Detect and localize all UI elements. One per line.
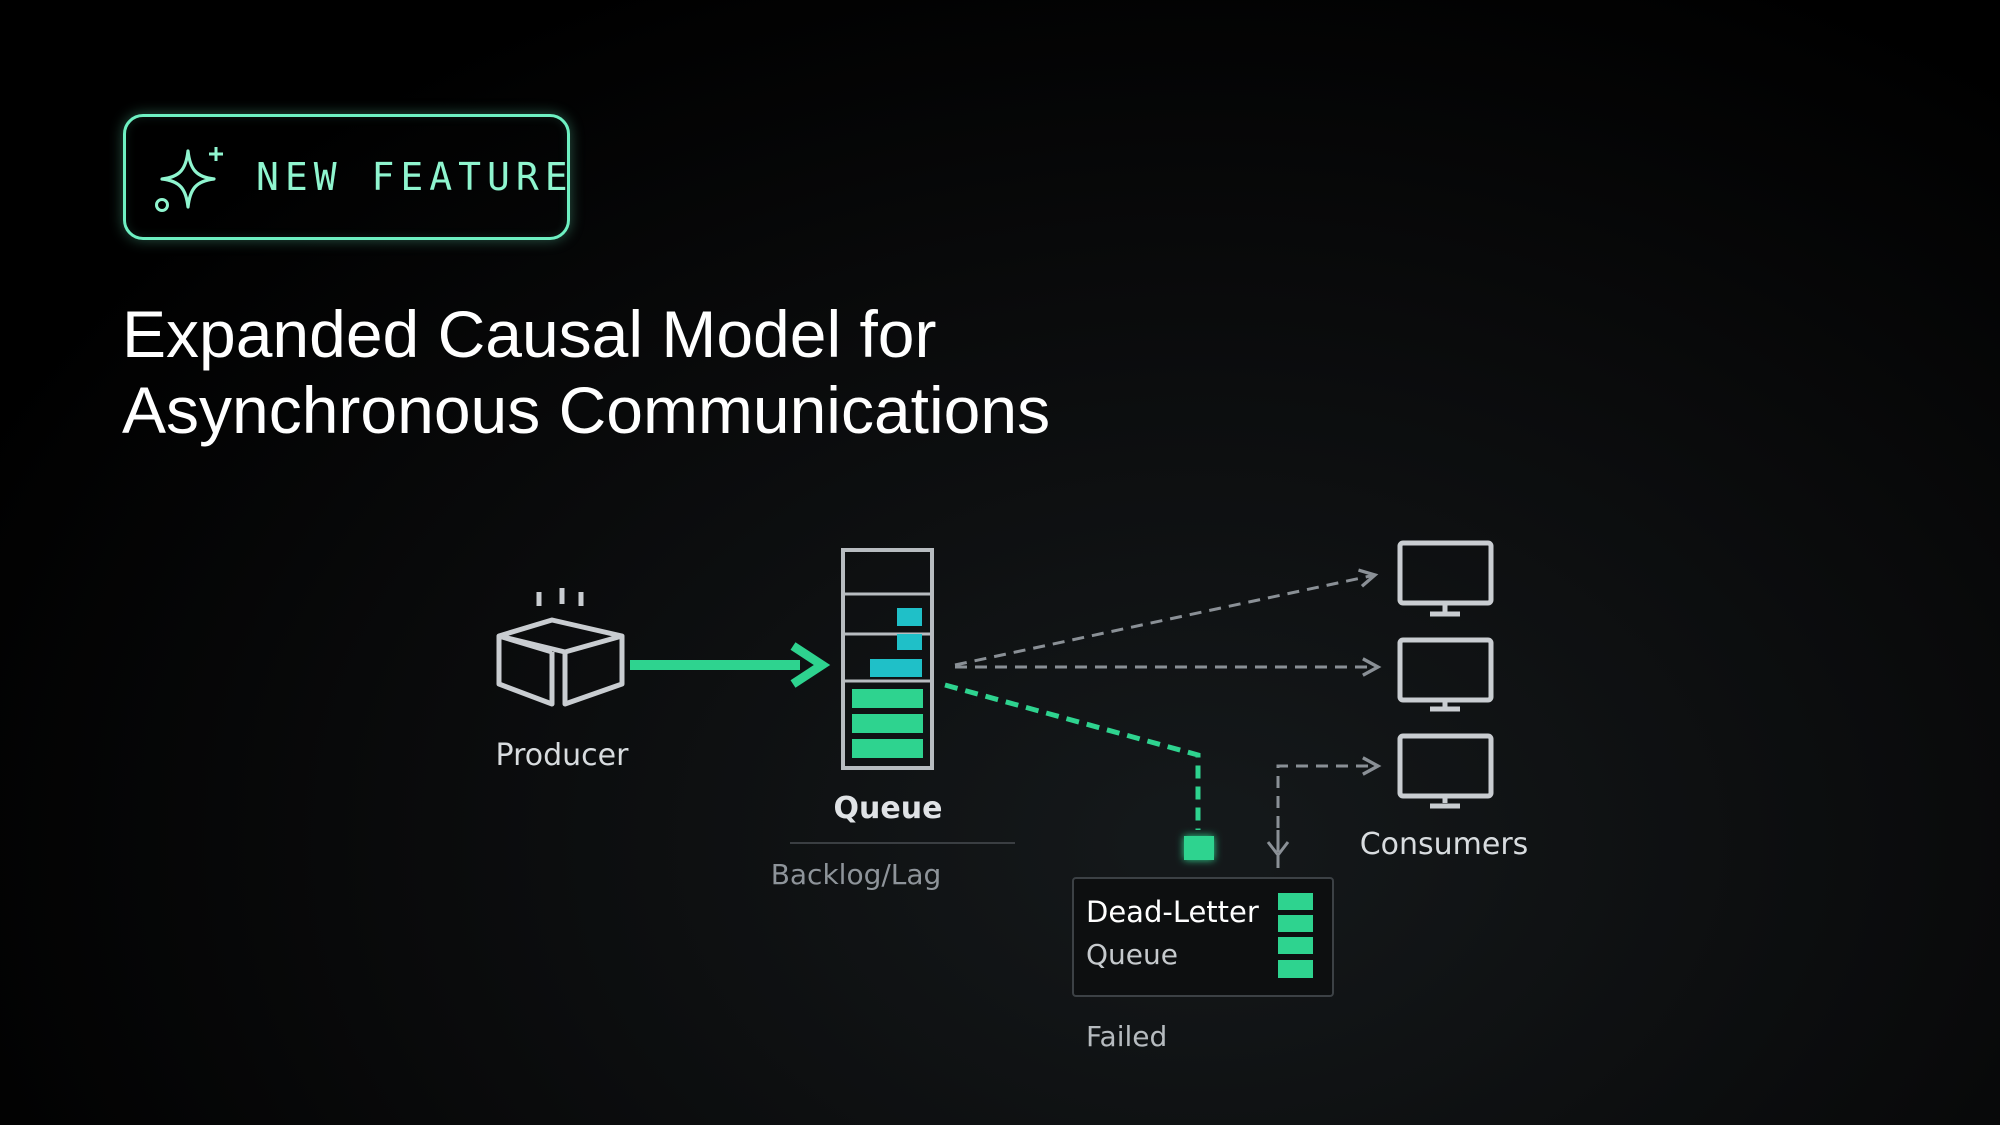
queue-label: Queue [834, 791, 943, 826]
dead-letter-path [944, 682, 1214, 860]
consumers-label: Consumers [1360, 827, 1529, 862]
producer-label: Producer [496, 738, 630, 773]
sparkle-icon [155, 147, 223, 212]
dlq-label-line-1: Dead-Letter [1086, 895, 1259, 929]
dlq-label-line-2: Queue [1086, 938, 1178, 971]
failed-label: Failed [1086, 1020, 1167, 1053]
consumer-monitor-icon-1 [1397, 540, 1494, 617]
queue-stack [841, 548, 934, 770]
consumer-monitor-icon-3 [1397, 733, 1494, 809]
page-title: Expanded Causal Model for Asynchronous C… [122, 296, 1322, 448]
backlog-label: Backlog/Lag [771, 858, 942, 891]
badge-label: NEW FEATURE [256, 155, 574, 199]
dead-letter-queue-box [1072, 877, 1334, 997]
title-line-2: Asynchronous Communications [122, 373, 1051, 447]
new-feature-badge: NEW FEATURE [123, 114, 570, 240]
title-line-1: Expanded Causal Model for [122, 297, 937, 371]
failed-message-icon [1184, 836, 1214, 860]
producer-box-icon [496, 588, 625, 707]
consumer-monitor-icon-2 [1397, 637, 1494, 712]
produce-arrow [630, 642, 831, 688]
consume-arrows [954, 568, 1382, 868]
